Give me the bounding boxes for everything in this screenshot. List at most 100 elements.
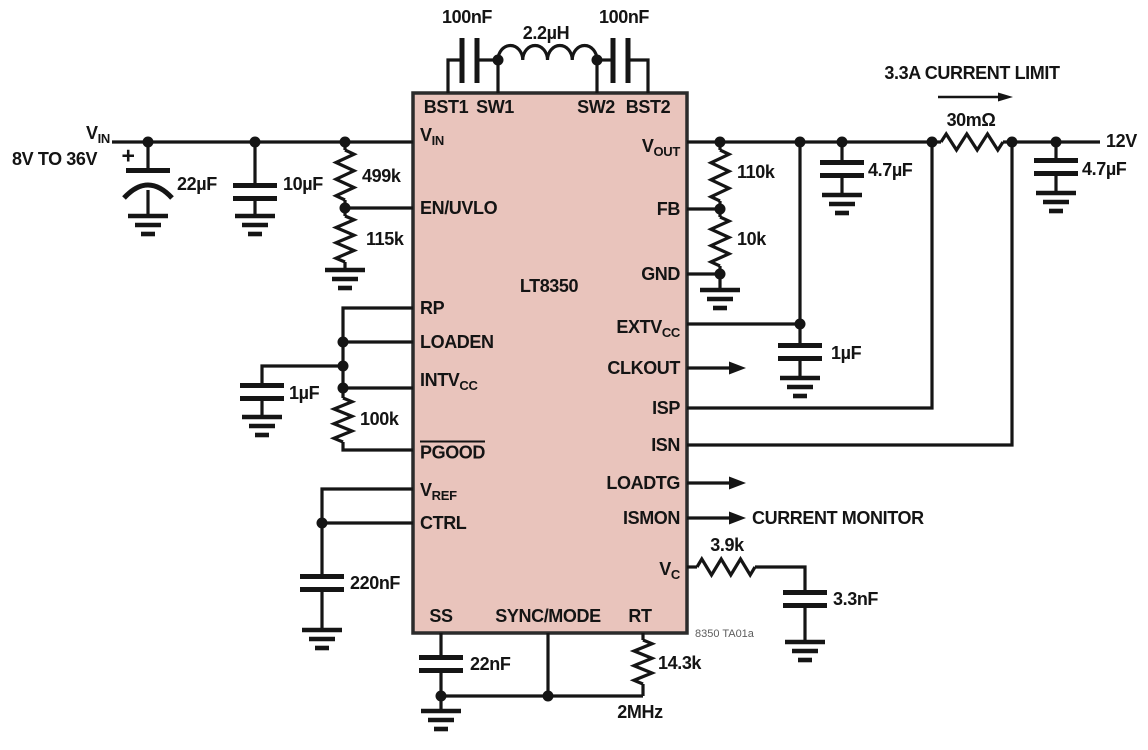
- value-fb-top-res: 110k: [737, 162, 775, 182]
- pin-label-intvcc: INTVCC: [420, 370, 478, 392]
- ground-4u7-right: [1036, 193, 1076, 211]
- wire-isn: [687, 142, 1014, 447]
- value-sense-res: 30mΩ: [946, 110, 996, 130]
- pin-extvcc-main: EXTV: [616, 317, 662, 337]
- vin-source-main: V: [85, 123, 98, 143]
- polarity-plus-sign: +: [121, 142, 135, 169]
- ground-10uf: [235, 216, 275, 234]
- value-inductor: 2.2µH: [522, 23, 570, 43]
- pin-label-loadtg: LOADTG: [606, 473, 680, 493]
- ground-gnd-pin: [700, 290, 740, 308]
- inductor-symbol: [496, 43, 599, 61]
- resistor-110k-symbol: [707, 148, 733, 203]
- ground-3n3: [785, 642, 825, 660]
- value-vc-cap: 3.3nF: [833, 589, 879, 609]
- pin-vin-main: V: [420, 125, 432, 145]
- ic-body: [411, 91, 689, 635]
- pin-vref-sub: REF: [431, 488, 457, 503]
- pin-label-isp: ISP: [652, 398, 680, 418]
- value-intvcc-cap: 1µF: [289, 383, 320, 403]
- pin-label-vout: VOUT: [641, 136, 680, 158]
- pin-label-sw2: SW2: [577, 97, 615, 117]
- ground-1uf-right: [780, 378, 820, 396]
- pin-vout-sub: OUT: [653, 144, 680, 159]
- pin-label-extvcc: EXTVCC: [616, 317, 680, 339]
- pin-label-bst2: BST2: [625, 97, 671, 117]
- vin-source-sub: IN: [97, 131, 111, 146]
- vin-source-label: VIN: [85, 123, 110, 145]
- pin-intvcc-main: INTV: [420, 370, 460, 390]
- pin-label-en-uvlo: EN/UVLO: [420, 198, 498, 218]
- value-vout-cap-right: 4.7µF: [1082, 159, 1127, 179]
- pin-vref-main: V: [420, 480, 432, 500]
- clkout-arrowhead: [729, 361, 746, 375]
- value-uvlo-top-res: 499k: [362, 166, 401, 186]
- resistor-115k-symbol: [331, 214, 359, 264]
- switching-freq-label: 2MHz: [617, 702, 663, 722]
- pin-label-gnd: GND: [641, 264, 680, 284]
- pin-label-sync-mode: SYNC/MODE: [495, 606, 601, 626]
- pin-label-ss: SS: [429, 606, 453, 626]
- value-input-bulk-cap: 22µF: [177, 174, 217, 194]
- pin-label-rt: RT: [628, 606, 652, 626]
- pin-label-fb: FB: [656, 199, 681, 219]
- diagram-reference: 8350 TA01a: [695, 628, 754, 640]
- wire-bst1: [446, 58, 460, 93]
- value-vc-res: 3.9k: [710, 535, 744, 555]
- current-limit-label: 3.3A CURRENT LIMIT: [884, 63, 1060, 83]
- pin-label-vref: VREF: [420, 480, 457, 502]
- wire-rp-bus: [341, 306, 413, 398]
- resistor-14k3-symbol: [629, 638, 657, 686]
- pin-label-ismon: ISMON: [622, 508, 680, 528]
- ground-22nf: [421, 711, 461, 729]
- resistor-30mohm-symbol: [939, 131, 1005, 153]
- loadtg-arrowhead: [729, 476, 746, 490]
- ground-220nf: [302, 630, 342, 648]
- resistor-100k-symbol: [329, 396, 357, 444]
- pin-label-vin: VIN: [420, 125, 444, 147]
- pin-label-pgood: PGOOD: [420, 440, 486, 463]
- value-rt-res: 14.3k: [658, 653, 702, 673]
- value-ss-cap: 22nF: [470, 654, 511, 674]
- value-ctrl-cap: 220nF: [350, 573, 401, 593]
- junction-dots: [142, 54, 1062, 702]
- pin-label-bst1: BST1: [423, 97, 469, 117]
- component-symbols: [329, 43, 1005, 686]
- pin-intvcc-sub: CC: [459, 378, 478, 393]
- pin-label-vc: VC: [659, 560, 680, 581]
- wire-bst2: [630, 58, 650, 93]
- ground-115k: [325, 270, 365, 288]
- wire-intvcc-cap: [260, 364, 343, 383]
- wire-vc-cap: [755, 565, 807, 590]
- output-arrows: [729, 92, 1013, 525]
- resistor-499k-symbol: [332, 148, 358, 202]
- value-extvcc-cap: 1µF: [831, 343, 862, 363]
- value-vout-cap-left: 4.7µF: [868, 160, 913, 180]
- current-limit-arrowhead: [998, 92, 1013, 102]
- resistor-10k-symbol: [707, 215, 733, 268]
- value-bst1-cap: 100nF: [441, 7, 493, 27]
- capacitor-plates: [122, 38, 1078, 673]
- wire-isp: [687, 142, 934, 410]
- pin-label-clkout: CLKOUT: [607, 358, 680, 378]
- wire-pgood: [341, 442, 413, 452]
- ic-part-number: LT8350: [519, 276, 579, 296]
- pin-vin-sub: IN: [431, 133, 445, 148]
- pin-vout-main: V: [641, 136, 654, 156]
- pin-extvcc-sub: CC: [661, 325, 680, 340]
- pin-pgood-text: PGOOD: [420, 440, 486, 463]
- value-fb-bot-res: 10k: [737, 229, 766, 249]
- value-pgood-res: 100k: [360, 409, 399, 429]
- ground-22uf: [128, 216, 168, 234]
- pin-label-sw1: SW1: [476, 97, 514, 117]
- cap-22uf-curved-plate: [122, 182, 174, 200]
- pin-label-rp: RP: [420, 298, 445, 318]
- pin-vc-sub: C: [670, 567, 680, 582]
- pin-label-isn: ISN: [651, 435, 680, 455]
- ground-4u7-left: [822, 195, 862, 213]
- pin-label-loaden: LOADEN: [420, 332, 494, 352]
- ground-1uf-left: [242, 417, 282, 435]
- value-input-cap: 10µF: [283, 174, 323, 194]
